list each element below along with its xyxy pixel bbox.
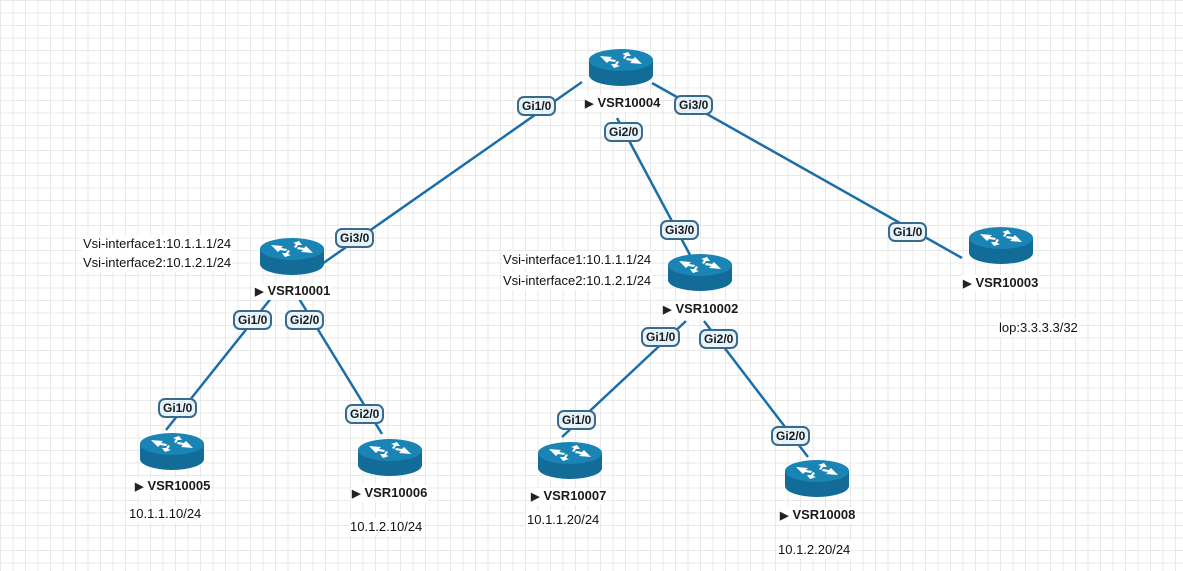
port-vsr10001-gi3-0[interactable]: Gi3/0 <box>335 228 375 248</box>
vsr10007-ip-note: 10.1.1.20/24 <box>526 511 601 529</box>
expand-triangle-icon[interactable]: ▶ <box>780 510 789 522</box>
router-label-vsr10006: ▶VSR10006 <box>351 485 429 502</box>
router-label-vsr10005: ▶VSR10005 <box>134 478 212 495</box>
router-vsr10004[interactable] <box>588 48 654 88</box>
port-vsr10003-gi1-0[interactable]: Gi1/0 <box>888 222 928 242</box>
router-vsr10007[interactable] <box>537 441 603 481</box>
router-icon <box>140 433 204 470</box>
router-icon <box>785 460 849 497</box>
router-icon <box>668 254 732 291</box>
router-name: VSR10001 <box>267 283 331 298</box>
port-vsr10001-gi2-0[interactable]: Gi2/0 <box>285 310 325 330</box>
expand-triangle-icon[interactable]: ▶ <box>135 481 144 493</box>
expand-triangle-icon[interactable]: ▶ <box>963 278 972 290</box>
router-name: VSR10006 <box>364 485 428 500</box>
router-icon <box>589 49 653 86</box>
router-label-vsr10008: ▶VSR10008 <box>779 507 857 524</box>
router-icon <box>260 238 324 275</box>
vsr10008-ip-note: 10.1.2.20/24 <box>777 541 852 559</box>
port-vsr10007-gi1-0[interactable]: Gi1/0 <box>557 410 597 430</box>
router-label-vsr10004: ▶VSR10004 <box>584 95 662 112</box>
router-icon <box>358 439 422 476</box>
router-name: VSR10003 <box>975 275 1039 290</box>
router-name: VSR10002 <box>675 301 739 316</box>
port-vsr10002-gi3-0[interactable]: Gi3/0 <box>660 220 700 240</box>
router-name: VSR10004 <box>597 95 661 110</box>
router-vsr10002[interactable] <box>667 253 733 293</box>
port-vsr10008-gi2-0[interactable]: Gi2/0 <box>771 426 811 446</box>
router-vsr10008[interactable] <box>784 459 850 499</box>
vsr10005-ip-note: 10.1.1.10/24 <box>128 505 203 523</box>
port-vsr10004-gi2-0[interactable]: Gi2/0 <box>604 122 644 142</box>
expand-triangle-icon[interactable]: ▶ <box>352 488 361 500</box>
router-vsr10001[interactable] <box>259 237 325 277</box>
router-name: VSR10005 <box>147 478 211 493</box>
port-vsr10004-gi3-0[interactable]: Gi3/0 <box>674 95 714 115</box>
router-label-vsr10001: ▶VSR10001 <box>254 283 332 300</box>
expand-triangle-icon[interactable]: ▶ <box>585 98 594 110</box>
router-vsr10006[interactable] <box>357 438 423 478</box>
expand-triangle-icon[interactable]: ▶ <box>531 491 540 503</box>
vsr10001-vsi-interface2-note: Vsi-interface2:10.1.2.1/24 <box>82 254 233 272</box>
expand-triangle-icon[interactable]: ▶ <box>255 286 264 298</box>
router-name: VSR10008 <box>792 507 856 522</box>
port-vsr10004-gi1-0[interactable]: Gi1/0 <box>517 96 557 116</box>
port-vsr10005-gi1-0[interactable]: Gi1/0 <box>158 398 198 418</box>
router-icon <box>538 442 602 479</box>
port-vsr10002-gi1-0[interactable]: Gi1/0 <box>641 327 681 347</box>
expand-triangle-icon[interactable]: ▶ <box>663 304 672 316</box>
router-label-vsr10003: ▶VSR10003 <box>962 275 1040 292</box>
port-vsr10002-gi2-0[interactable]: Gi2/0 <box>699 329 739 349</box>
router-label-vsr10002: ▶VSR10002 <box>662 301 740 318</box>
port-vsr10006-gi2-0[interactable]: Gi2/0 <box>345 404 385 424</box>
vsr10001-vsi-interface1-note: Vsi-interface1:10.1.1.1/24 <box>82 235 233 253</box>
port-vsr10001-gi1-0[interactable]: Gi1/0 <box>233 310 273 330</box>
router-vsr10003[interactable] <box>968 226 1034 266</box>
vsr10002-vsi-interface1-note: Vsi-interface1:10.1.1.1/24 <box>502 251 653 269</box>
router-label-vsr10007: ▶VSR10007 <box>530 488 608 505</box>
router-vsr10005[interactable] <box>139 432 205 472</box>
router-icon <box>969 227 1033 264</box>
vsr10006-ip-note: 10.1.2.10/24 <box>349 518 424 536</box>
router-name: VSR10007 <box>543 488 607 503</box>
vsr10002-vsi-interface2-note: Vsi-interface2:10.1.2.1/24 <box>502 272 653 290</box>
vsr10003-loopback-note: lop:3.3.3.3/32 <box>998 319 1079 337</box>
